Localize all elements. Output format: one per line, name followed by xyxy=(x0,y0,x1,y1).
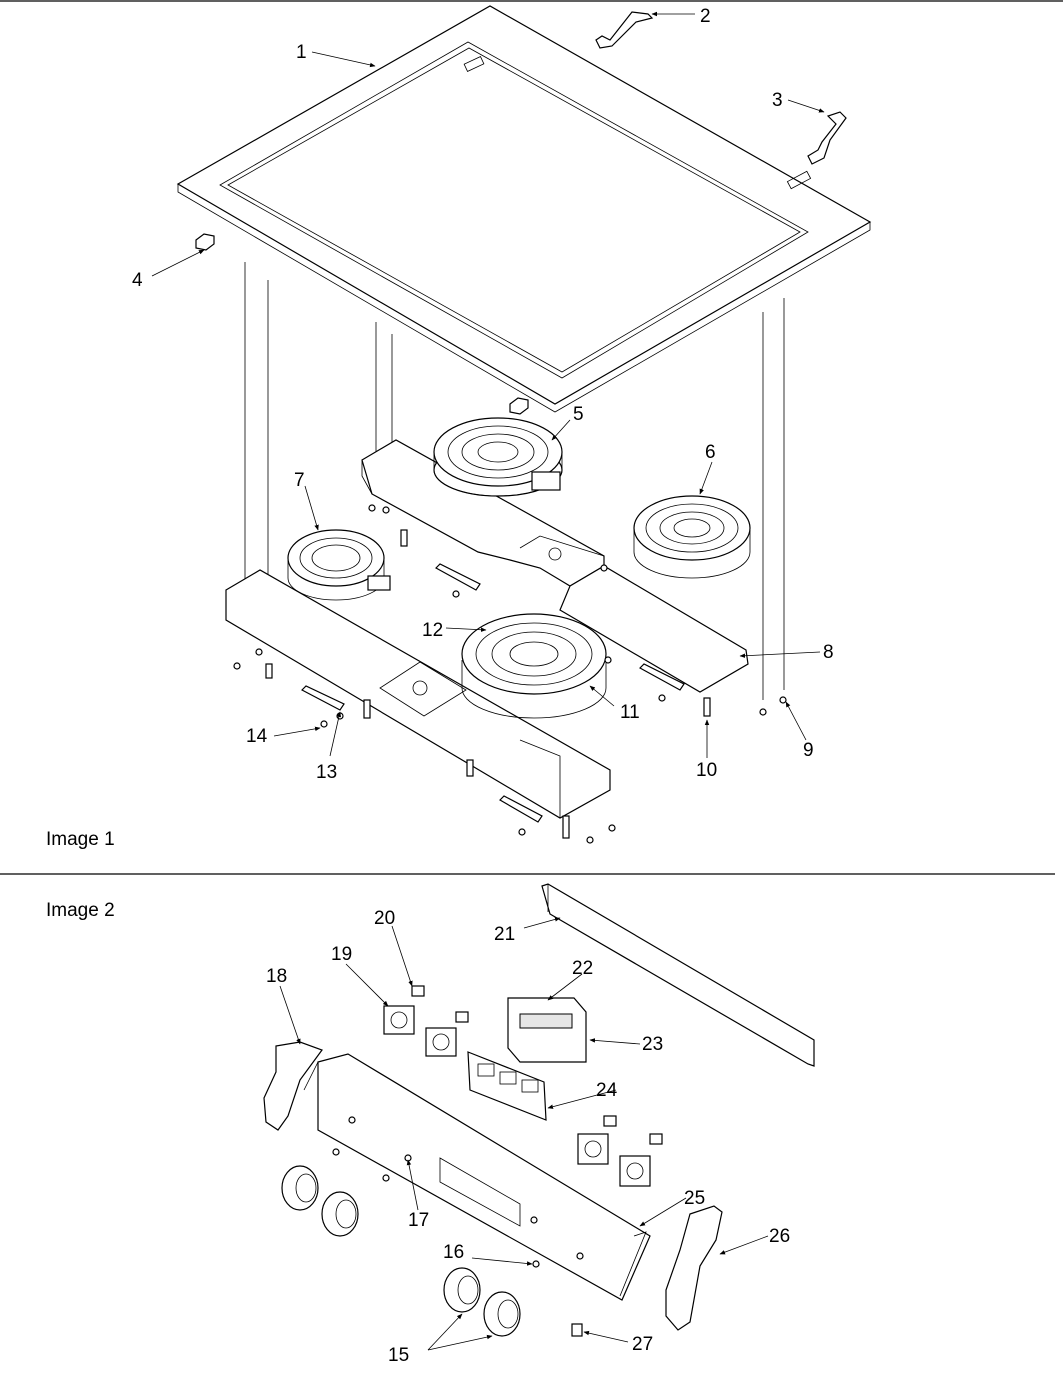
clip-4 xyxy=(195,233,215,251)
callout-5: 5 xyxy=(573,404,584,425)
end-cap-26 xyxy=(665,1205,723,1331)
callout-26: 26 xyxy=(769,1226,790,1247)
burner-6 xyxy=(633,495,751,579)
trim-21 xyxy=(541,883,815,1067)
callout-8: 8 xyxy=(823,642,834,663)
callout-25: 25 xyxy=(684,1188,705,1209)
image-1-cooktop-assembly: 1 2 3 4 5 6 7 8 9 10 11 12 13 14 Image 1 xyxy=(46,5,872,850)
callout-22: 22 xyxy=(572,958,593,979)
bracket-2 xyxy=(595,11,654,49)
image-2-control-panel-assembly: 15 16 17 18 19 20 21 22 23 24 25 26 27 I… xyxy=(46,883,815,1366)
callout-19: 19 xyxy=(331,944,352,965)
switch-c xyxy=(577,1133,609,1165)
callout-17: 17 xyxy=(408,1210,429,1231)
burner-11 xyxy=(461,613,607,719)
control-panel-25 xyxy=(303,1053,651,1301)
burner-support-front xyxy=(225,569,611,819)
guide-lines xyxy=(244,262,785,700)
end-cap-18 xyxy=(263,1041,323,1131)
knob-mid-left xyxy=(321,1191,359,1237)
callout-3: 3 xyxy=(772,90,783,111)
fasteners xyxy=(233,504,787,844)
clip-small-center xyxy=(509,397,529,415)
burner-support-rear xyxy=(361,439,605,587)
leader-lines-image-1 xyxy=(151,11,825,758)
callout-6: 6 xyxy=(705,442,716,463)
callout-10: 10 xyxy=(696,760,717,781)
small-fasteners-image-2 xyxy=(332,1116,584,1337)
callout-23: 23 xyxy=(642,1034,663,1055)
callout-13: 13 xyxy=(316,762,337,783)
callout-11: 11 xyxy=(620,702,640,723)
cooktop-glass xyxy=(176,5,872,413)
switch-d xyxy=(619,1155,651,1187)
callout-27: 27 xyxy=(632,1334,653,1355)
clock-module-22-23 xyxy=(507,997,587,1063)
callout-12: 12 xyxy=(422,620,443,641)
small-brackets xyxy=(300,563,685,823)
knob-top-left xyxy=(281,1165,319,1211)
callout-16: 16 xyxy=(443,1242,464,1263)
indicator-lights xyxy=(411,985,663,1145)
image-1-caption: Image 1 xyxy=(46,829,115,850)
callout-1: 1 xyxy=(296,42,307,63)
burner-7 xyxy=(287,529,391,601)
burner-5 xyxy=(433,417,563,497)
callout-15: 15 xyxy=(388,1345,409,1366)
image-2-caption: Image 2 xyxy=(46,900,115,921)
callout-20: 20 xyxy=(374,908,395,929)
callout-7: 7 xyxy=(294,470,305,491)
callout-2: 2 xyxy=(700,6,711,27)
knob-15a xyxy=(443,1267,481,1313)
switch-b xyxy=(425,1027,457,1057)
callout-4: 4 xyxy=(132,270,143,291)
knob-15b xyxy=(483,1291,521,1337)
callout-21: 21 xyxy=(494,924,515,945)
switch-19 xyxy=(383,1005,415,1035)
callout-18: 18 xyxy=(266,966,287,987)
callout-9: 9 xyxy=(803,740,814,761)
bracket-3 xyxy=(807,111,847,165)
callout-24: 24 xyxy=(596,1080,618,1101)
leader-lines-image-2 xyxy=(279,917,769,1351)
callout-14: 14 xyxy=(246,726,268,747)
control-board-24 xyxy=(467,1051,547,1121)
